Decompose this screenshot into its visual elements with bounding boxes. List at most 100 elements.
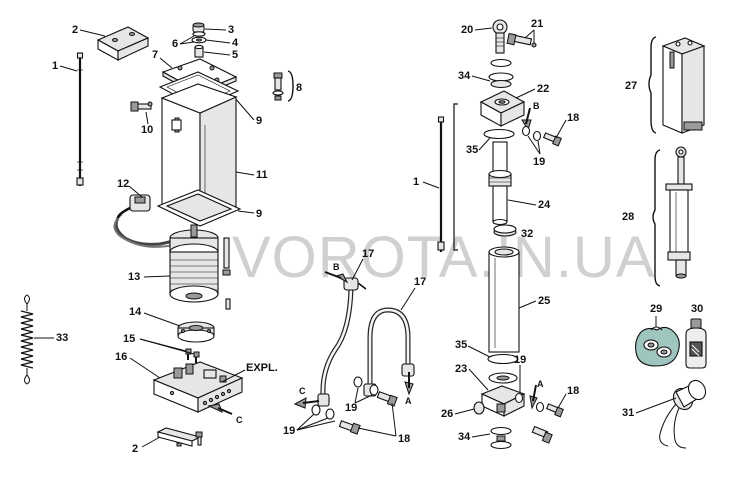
part-19-washer-top-1 — [521, 125, 531, 137]
label-2-top: 2 — [72, 24, 78, 36]
part-6-oring — [192, 31, 206, 37]
part-17-hose-left — [317, 277, 367, 407]
label-2-bottom: 2 — [132, 443, 138, 455]
label-16: 16 — [115, 351, 127, 363]
arrow-c-left-label: C — [236, 415, 243, 425]
part-1-rod-left — [76, 52, 84, 186]
label-15: 15 — [123, 333, 135, 345]
part-19-washer-top-2 — [532, 130, 542, 142]
label-18-top: 18 — [567, 112, 579, 124]
label-11: 11 — [256, 169, 268, 181]
label-3: 3 — [228, 24, 234, 36]
label-13: 13 — [128, 271, 140, 283]
label-35-top: 35 — [466, 144, 478, 156]
part-5-screw — [194, 44, 204, 58]
label-14: 14 — [129, 306, 142, 318]
arrow-a-hose — [404, 372, 414, 396]
label-24: 24 — [538, 199, 551, 211]
label-18-bottom: 18 — [567, 385, 579, 397]
part-28-hydraulic-cylinder — [652, 146, 693, 287]
label-17-right: 17 — [414, 276, 426, 288]
part-22-head-block — [479, 90, 526, 127]
part-21-bolt-pin — [506, 32, 537, 48]
part-18-bolts-hose — [338, 391, 398, 435]
cylinder-assembly: 1 20 21 34 — [413, 18, 579, 450]
part-19-washer-bottom-2 — [535, 401, 545, 413]
arrow-a-center-label: A — [537, 379, 544, 389]
arrow-b-left — [324, 271, 349, 284]
part-31-capacitor — [659, 379, 707, 449]
part-19-washer-bottom-1 — [514, 392, 524, 404]
label-30: 30 — [691, 303, 703, 315]
part-34-seal — [490, 79, 512, 89]
arrow-a-center — [529, 384, 538, 410]
label-19-hose-left: 19 — [283, 425, 295, 437]
right-column: 27 28 29 — [622, 36, 707, 449]
part-13-electric-motor — [169, 224, 231, 310]
label-19-bottom: 19 — [514, 354, 526, 366]
part-11-oil-tank — [160, 83, 238, 223]
label-9-top: 9 — [256, 115, 262, 127]
part-1-rod-center — [437, 116, 445, 252]
part-2-bracket-top — [96, 26, 150, 61]
part-20-eye-fitting — [492, 19, 508, 54]
arrow-a-hose-label: A — [405, 396, 412, 406]
arrow-b-left-label: B — [333, 262, 340, 272]
part-34-seal-bottom — [490, 426, 512, 450]
label-8: 8 — [296, 82, 302, 94]
part-30-oil-bottle — [685, 318, 707, 369]
label-expl: EXPL. — [246, 362, 278, 374]
label-9-bottom: 9 — [256, 208, 262, 220]
hose-assembly: 17 B 17 A C — [283, 248, 426, 445]
part-seal-top — [490, 58, 512, 68]
part-18-bolt-top — [542, 132, 562, 147]
arrow-c-hose — [293, 397, 320, 409]
part-seal-2 — [488, 72, 514, 82]
label-25: 25 — [538, 295, 550, 307]
label-34-top: 34 — [458, 70, 471, 82]
part-32-seal-ring — [493, 224, 517, 237]
label-1-left: 1 — [52, 60, 58, 72]
label-19-hose-right: 19 — [345, 402, 357, 414]
part-26-plug — [473, 401, 485, 415]
part-19-washers-hose — [311, 376, 379, 420]
label-29: 29 — [650, 303, 662, 315]
part-9-gasket-bottom — [156, 189, 242, 227]
part-24-piston-rod — [488, 141, 512, 226]
label-23: 23 — [455, 363, 467, 375]
part-bottom-end-cap — [480, 372, 526, 417]
part-4-washer — [191, 36, 207, 44]
label-31: 31 — [622, 407, 634, 419]
label-1-center: 1 — [413, 176, 419, 188]
label-18-hose: 18 — [398, 433, 410, 445]
part-15-screws — [185, 348, 200, 363]
label-12: 12 — [117, 178, 129, 190]
label-33: 33 — [56, 332, 68, 344]
label-19-top: 19 — [533, 156, 545, 168]
part-18-bolt-bottom — [545, 403, 564, 418]
arrow-b-center-label: B — [533, 101, 540, 111]
label-26: 26 — [441, 408, 453, 420]
label-28: 28 — [622, 211, 634, 223]
part-33-spring — [20, 294, 34, 385]
part-35-oring-top — [483, 128, 515, 140]
part-8-bolt-set — [272, 70, 294, 102]
part-35-oring-bottom — [487, 353, 519, 365]
arrow-c-left — [207, 403, 233, 415]
label-10: 10 — [141, 124, 153, 136]
label-6: 6 — [172, 38, 178, 50]
label-4: 4 — [232, 37, 239, 49]
label-20: 20 — [461, 24, 473, 36]
part-14-pump — [177, 321, 215, 343]
arrow-c-hose-label: C — [299, 386, 306, 396]
label-35-bottom: 35 — [455, 339, 467, 351]
part-29-hardware-bag — [635, 326, 680, 367]
part-27-power-pack — [648, 36, 706, 134]
part-10-screw — [130, 101, 153, 112]
watermark: VOROTA.IN.UA — [232, 225, 655, 290]
part-25-cylinder-tube — [488, 246, 520, 353]
part-16-valve-block — [152, 361, 244, 413]
part-2-bracket-bottom — [156, 427, 203, 447]
label-22: 22 — [537, 83, 549, 95]
